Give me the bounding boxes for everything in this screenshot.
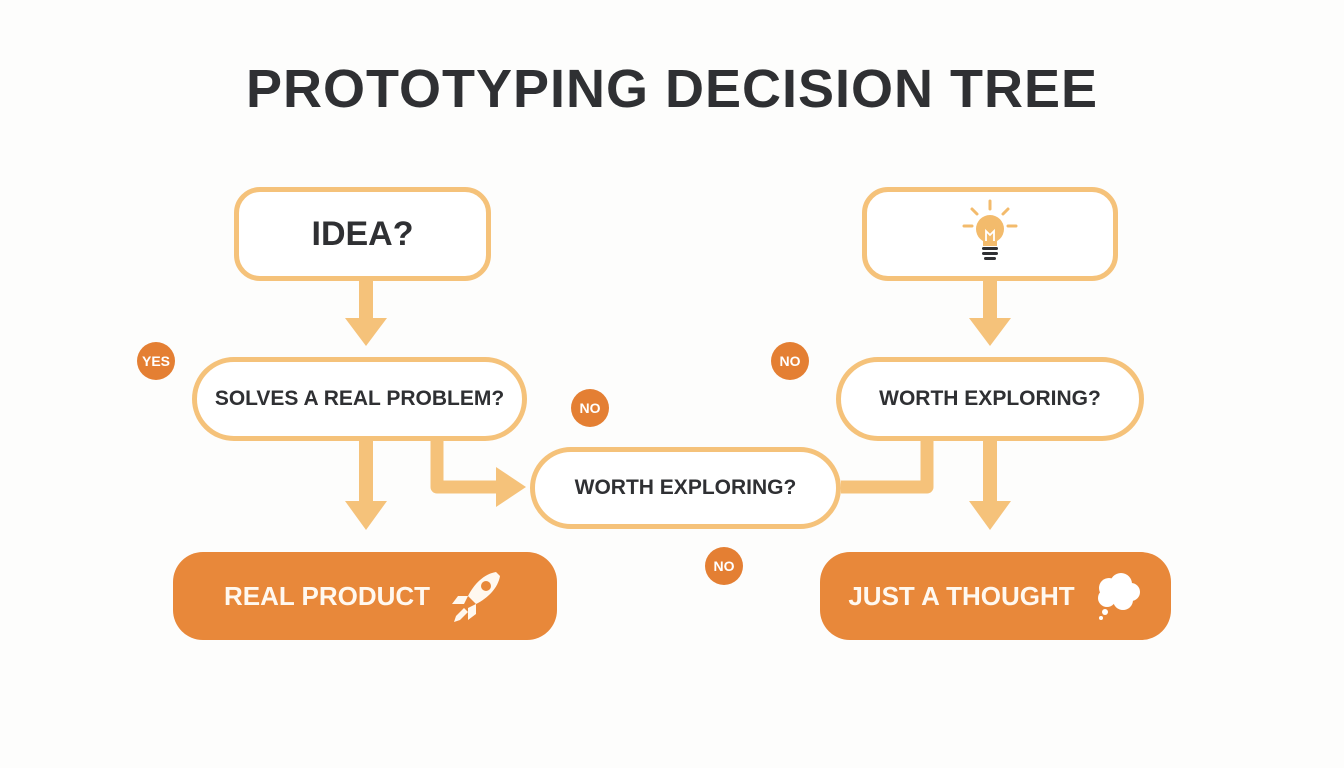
node-label: WORTH EXPLORING? — [574, 476, 797, 499]
result-label: JUST A THOUGHT — [848, 580, 1075, 611]
connector-idea-solves — [359, 281, 373, 321]
badge-no-worth-mid: NO — [705, 547, 743, 585]
rocket-icon — [452, 572, 501, 622]
connector-worth-thought — [983, 441, 997, 503]
connector-solves-worthmid — [430, 441, 500, 494]
result-real-product: REAL PRODUCT — [173, 552, 557, 640]
arrow-head-icon — [969, 318, 1011, 346]
node-solves-real-problem: SOLVES A REAL PROBLEM? — [192, 357, 527, 441]
result-label: REAL PRODUCT — [223, 580, 431, 611]
node-label: WORTH EXPLORING? — [879, 387, 1101, 410]
arrow-head-icon — [345, 318, 387, 346]
node-lightbulb — [862, 187, 1118, 281]
thought-bubble-icon — [1097, 573, 1140, 620]
arrow-head-icon — [496, 467, 526, 507]
node-worth-exploring-right: WORTH EXPLORING? — [836, 357, 1144, 441]
badge-no-solves: NO — [571, 389, 609, 427]
badge-yes: YES — [137, 342, 175, 380]
page-title: PROTOTYPING DECISION TREE — [245, 59, 1099, 119]
badge-no-worth-right: NO — [771, 342, 809, 380]
node-idea: IDEA? — [234, 187, 491, 281]
arrow-head-icon — [969, 501, 1011, 530]
connector-bulb-worth — [983, 281, 997, 321]
node-label: SOLVES A REAL PROBLEM? — [214, 387, 505, 410]
connector-worthright-worthmid — [841, 441, 934, 494]
result-just-a-thought: JUST A THOUGHT — [820, 552, 1171, 640]
connector-solves-product — [359, 441, 373, 503]
node-label: IDEA? — [311, 214, 414, 253]
lightbulb-icon — [962, 199, 1018, 260]
node-worth-exploring-middle: WORTH EXPLORING? — [530, 447, 841, 529]
arrow-head-icon — [345, 501, 387, 530]
